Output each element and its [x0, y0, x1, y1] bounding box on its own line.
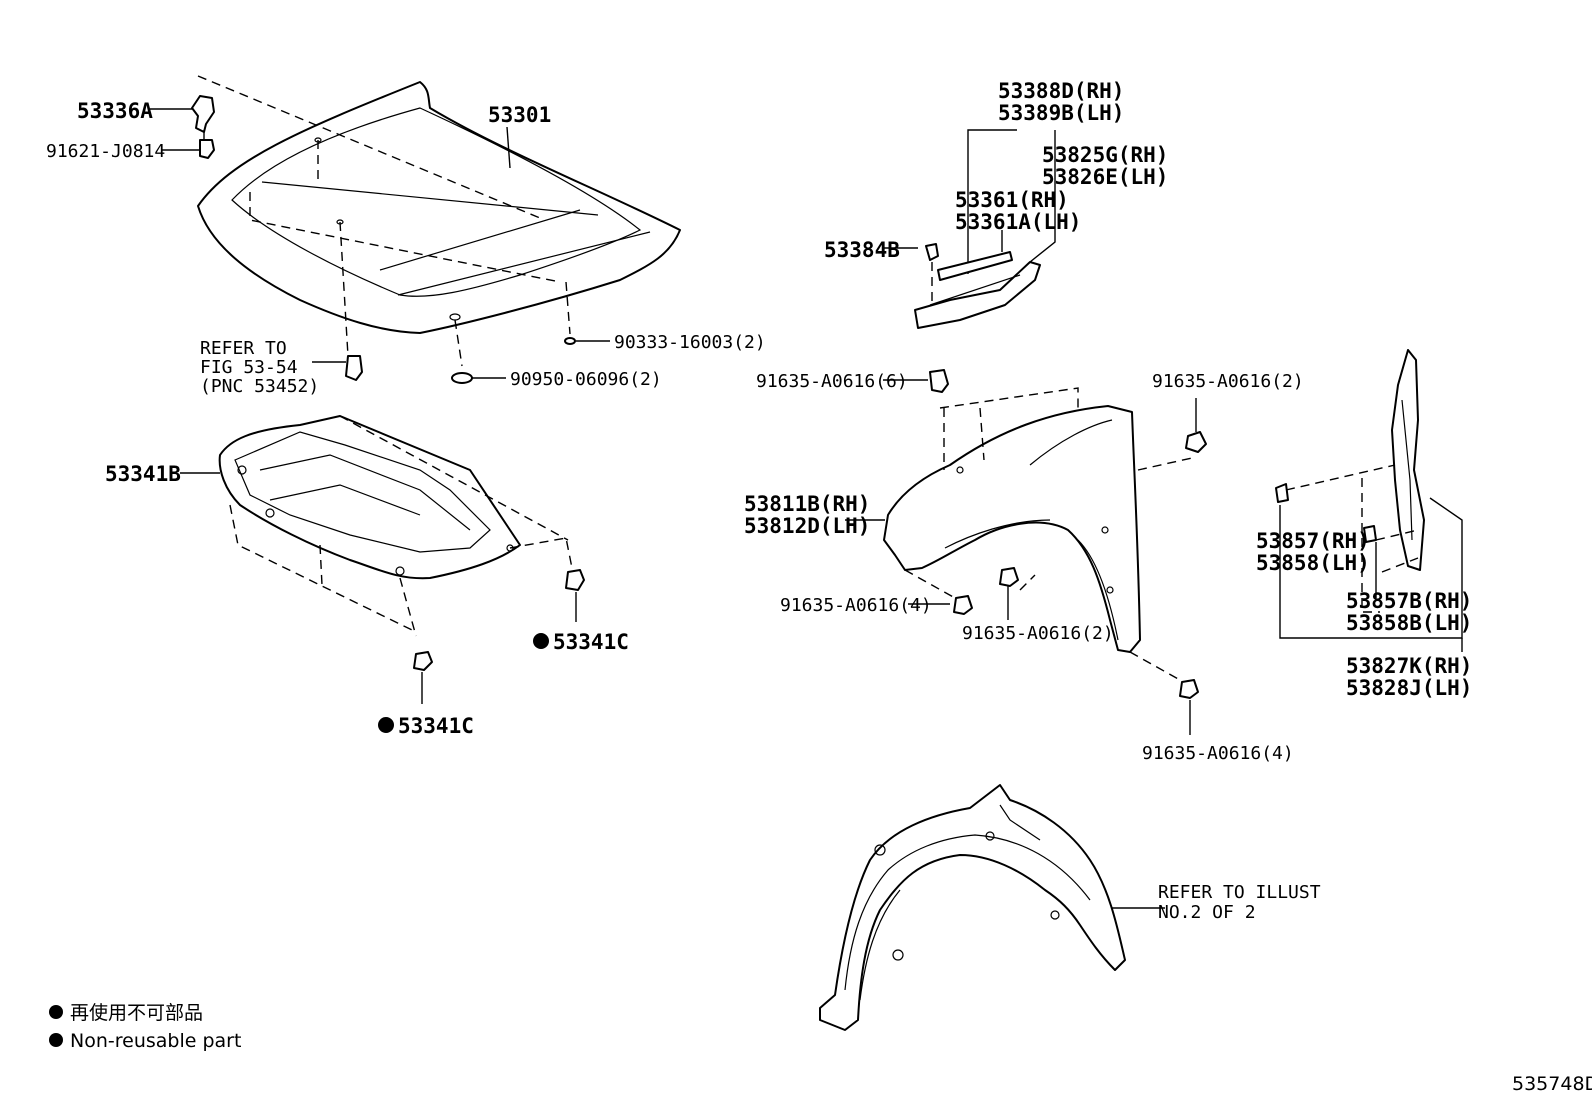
label-bolt-middle: 91635-A0616(2) — [962, 623, 1114, 644]
label-fender-seal-lh: 53858(LH) — [1256, 551, 1370, 575]
fender-bolt-drawings — [929, 369, 1207, 699]
hood-insulator-drawing — [218, 415, 521, 580]
label-pad-rh: 53361(RH) — [955, 188, 1069, 212]
label-clip-right: 53341C — [553, 630, 629, 654]
label-seal-rh: 53388D(RH) — [998, 79, 1124, 103]
label-seal-lh: 53389B(LH) — [998, 101, 1124, 125]
hood-plugs-drawing — [345, 337, 576, 384]
label-bolt-top-right: 91635-A0616(2) — [1152, 371, 1304, 392]
label-seal-clip: 53384B — [824, 238, 900, 262]
label-pad-lh: 53361A(LH) — [955, 210, 1081, 234]
label-bolt-top-left: 91635-A0616(6) — [756, 371, 908, 392]
label-fender-rh: 53811B(RH) — [744, 492, 870, 516]
label-hood-hinge-bracket: 53336A — [77, 99, 153, 123]
label-refer-illust-1: REFER TO ILLUST — [1158, 882, 1321, 903]
label-bolt-bottom-left: 91635-A0616(4) — [780, 595, 932, 616]
non-reusable-marker-right — [533, 633, 549, 649]
label-hood-plug-large: 90950-06096(2) — [510, 369, 662, 390]
label-fender-seal-rh: 53857(RH) — [1256, 529, 1370, 553]
legend-bullet-jp — [49, 1005, 63, 1019]
label-clip-bottom: 53341C — [398, 714, 474, 738]
label-refer-fig-2: FIG 53-54 — [200, 357, 298, 378]
label-refer-illust-2: NO.2 OF 2 — [1158, 902, 1256, 923]
hood-panel-drawing — [197, 81, 681, 334]
label-refer-fig-3: (PNC 53452) — [200, 376, 319, 397]
legend-bullet-en — [49, 1033, 63, 1047]
label-bracket-lh: 53826E(LH) — [1042, 165, 1168, 189]
fender-drawing — [883, 405, 1141, 653]
seal-bracket-drawing — [914, 243, 1041, 329]
clip-drawings — [413, 569, 585, 671]
hood-hinge-bracket-drawing — [191, 95, 215, 159]
label-fender-protector-lh: 53828J(LH) — [1346, 676, 1472, 700]
label-hood-insulator: 53341B — [105, 462, 181, 486]
label-hood-plug-small: 90333-16003(2) — [614, 332, 766, 353]
label-hood-bolt: 91621-J0814 — [46, 141, 165, 162]
label-refer-fig-1: REFER TO — [200, 338, 287, 359]
fender-liner-drawing — [819, 784, 1126, 1031]
label-fender-seal-b-lh: 53858B(LH) — [1346, 611, 1472, 635]
label-fender-lh: 53812D(LH) — [744, 514, 870, 538]
label-fender-seal-b-rh: 53857B(RH) — [1346, 589, 1472, 613]
legend-text-jp: 再使用不可部品 — [70, 1002, 203, 1024]
non-reusable-marker-bottom — [378, 717, 394, 733]
label-bolt-bottom-right: 91635-A0616(4) — [1142, 743, 1294, 764]
figure-code: 535748D — [1512, 1073, 1592, 1095]
label-hood-panel: 53301 — [488, 103, 551, 127]
label-fender-protector-rh: 53827K(RH) — [1346, 654, 1472, 678]
legend-text-en: Non-reusable part — [70, 1030, 241, 1052]
side-seal-drawing — [1275, 349, 1425, 571]
label-bracket-rh: 53825G(RH) — [1042, 143, 1168, 167]
